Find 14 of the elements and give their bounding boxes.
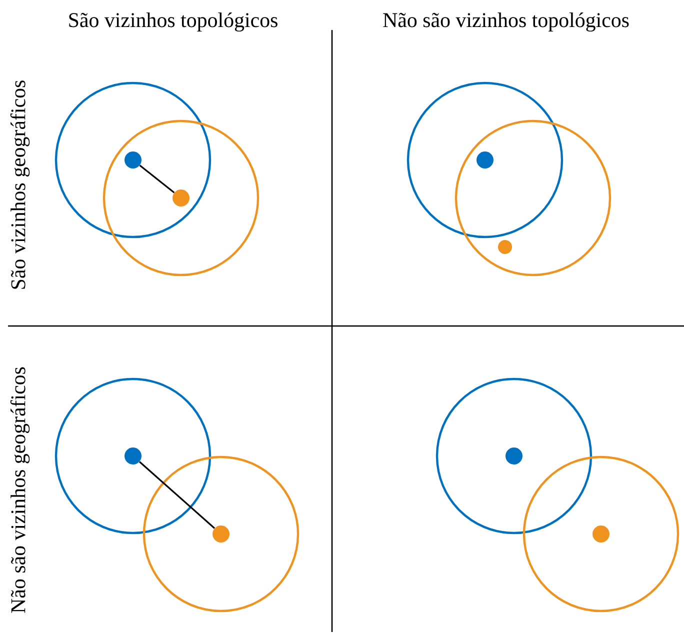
column-heading: Não são vizinhos topológicos	[383, 12, 629, 32]
point-dot	[124, 152, 142, 168]
row-heading: São vizinhos geográficos	[10, 80, 30, 289]
point-dot	[592, 526, 610, 542]
connector-line	[139, 164, 175, 194]
point-dot	[212, 526, 230, 542]
point-dot	[124, 448, 142, 464]
column-heading: São vizinhos topológicos	[69, 12, 278, 32]
point-dot	[172, 190, 190, 206]
row-heading: Não são vizinhos geográficos	[10, 367, 30, 613]
point-dot	[498, 240, 512, 254]
point-dot	[506, 448, 522, 464]
point-dot	[476, 152, 494, 168]
connector-line	[139, 461, 216, 529]
